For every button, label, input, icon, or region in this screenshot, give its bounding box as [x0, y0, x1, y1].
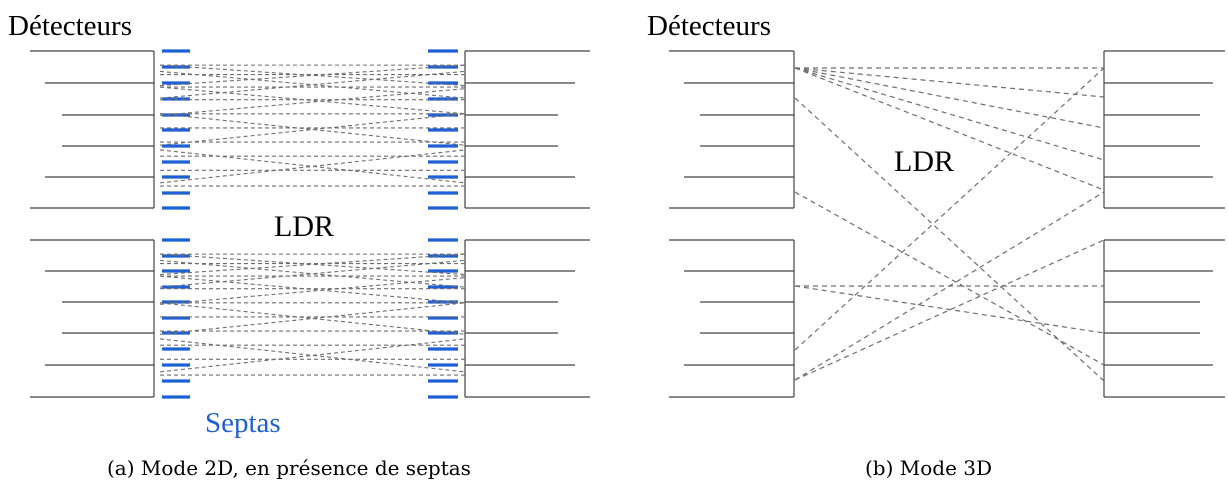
panel-a-ldr-label: LDR: [274, 210, 334, 243]
line-of-response: [794, 67, 1105, 191]
line-of-response: [159, 275, 466, 304]
line-of-response: [159, 64, 466, 87]
line-of-response: [159, 259, 466, 288]
line-of-response: [159, 259, 466, 288]
panel-a-caption: (a) Mode 2D, en présence de septas: [107, 456, 471, 480]
line-of-response: [159, 149, 466, 184]
line-of-response: [794, 67, 1105, 351]
panel-a-septa-label: Septas: [205, 407, 281, 439]
line-of-response: [794, 191, 1105, 366]
line-of-response: [159, 338, 466, 373]
line-of-response: [794, 285, 1105, 334]
line-of-response: [159, 253, 466, 276]
line-of-response: [159, 113, 466, 146]
line-of-response: [794, 67, 1105, 129]
line-of-response: [159, 253, 466, 276]
line-of-response: [159, 338, 466, 373]
line-of-response: [159, 64, 466, 87]
line-of-response: [159, 70, 466, 99]
line-of-response: [794, 239, 1105, 381]
line-of-response: [159, 149, 466, 184]
panel-a-detector-label: Détecteurs: [8, 10, 132, 42]
line-of-response: [159, 113, 466, 146]
line-of-response: [794, 97, 1105, 382]
panel-b-caption: (b) Mode 3D: [865, 456, 993, 480]
line-of-response: [794, 191, 1105, 381]
line-of-response: [794, 67, 1105, 98]
line-of-response: [159, 302, 466, 335]
panel-b-ldr-label: LDR: [894, 145, 954, 178]
line-of-response: [159, 70, 466, 99]
panel-b-detector-label: Détecteurs: [647, 10, 771, 42]
line-of-response: [159, 302, 466, 335]
line-of-response: [159, 86, 466, 115]
